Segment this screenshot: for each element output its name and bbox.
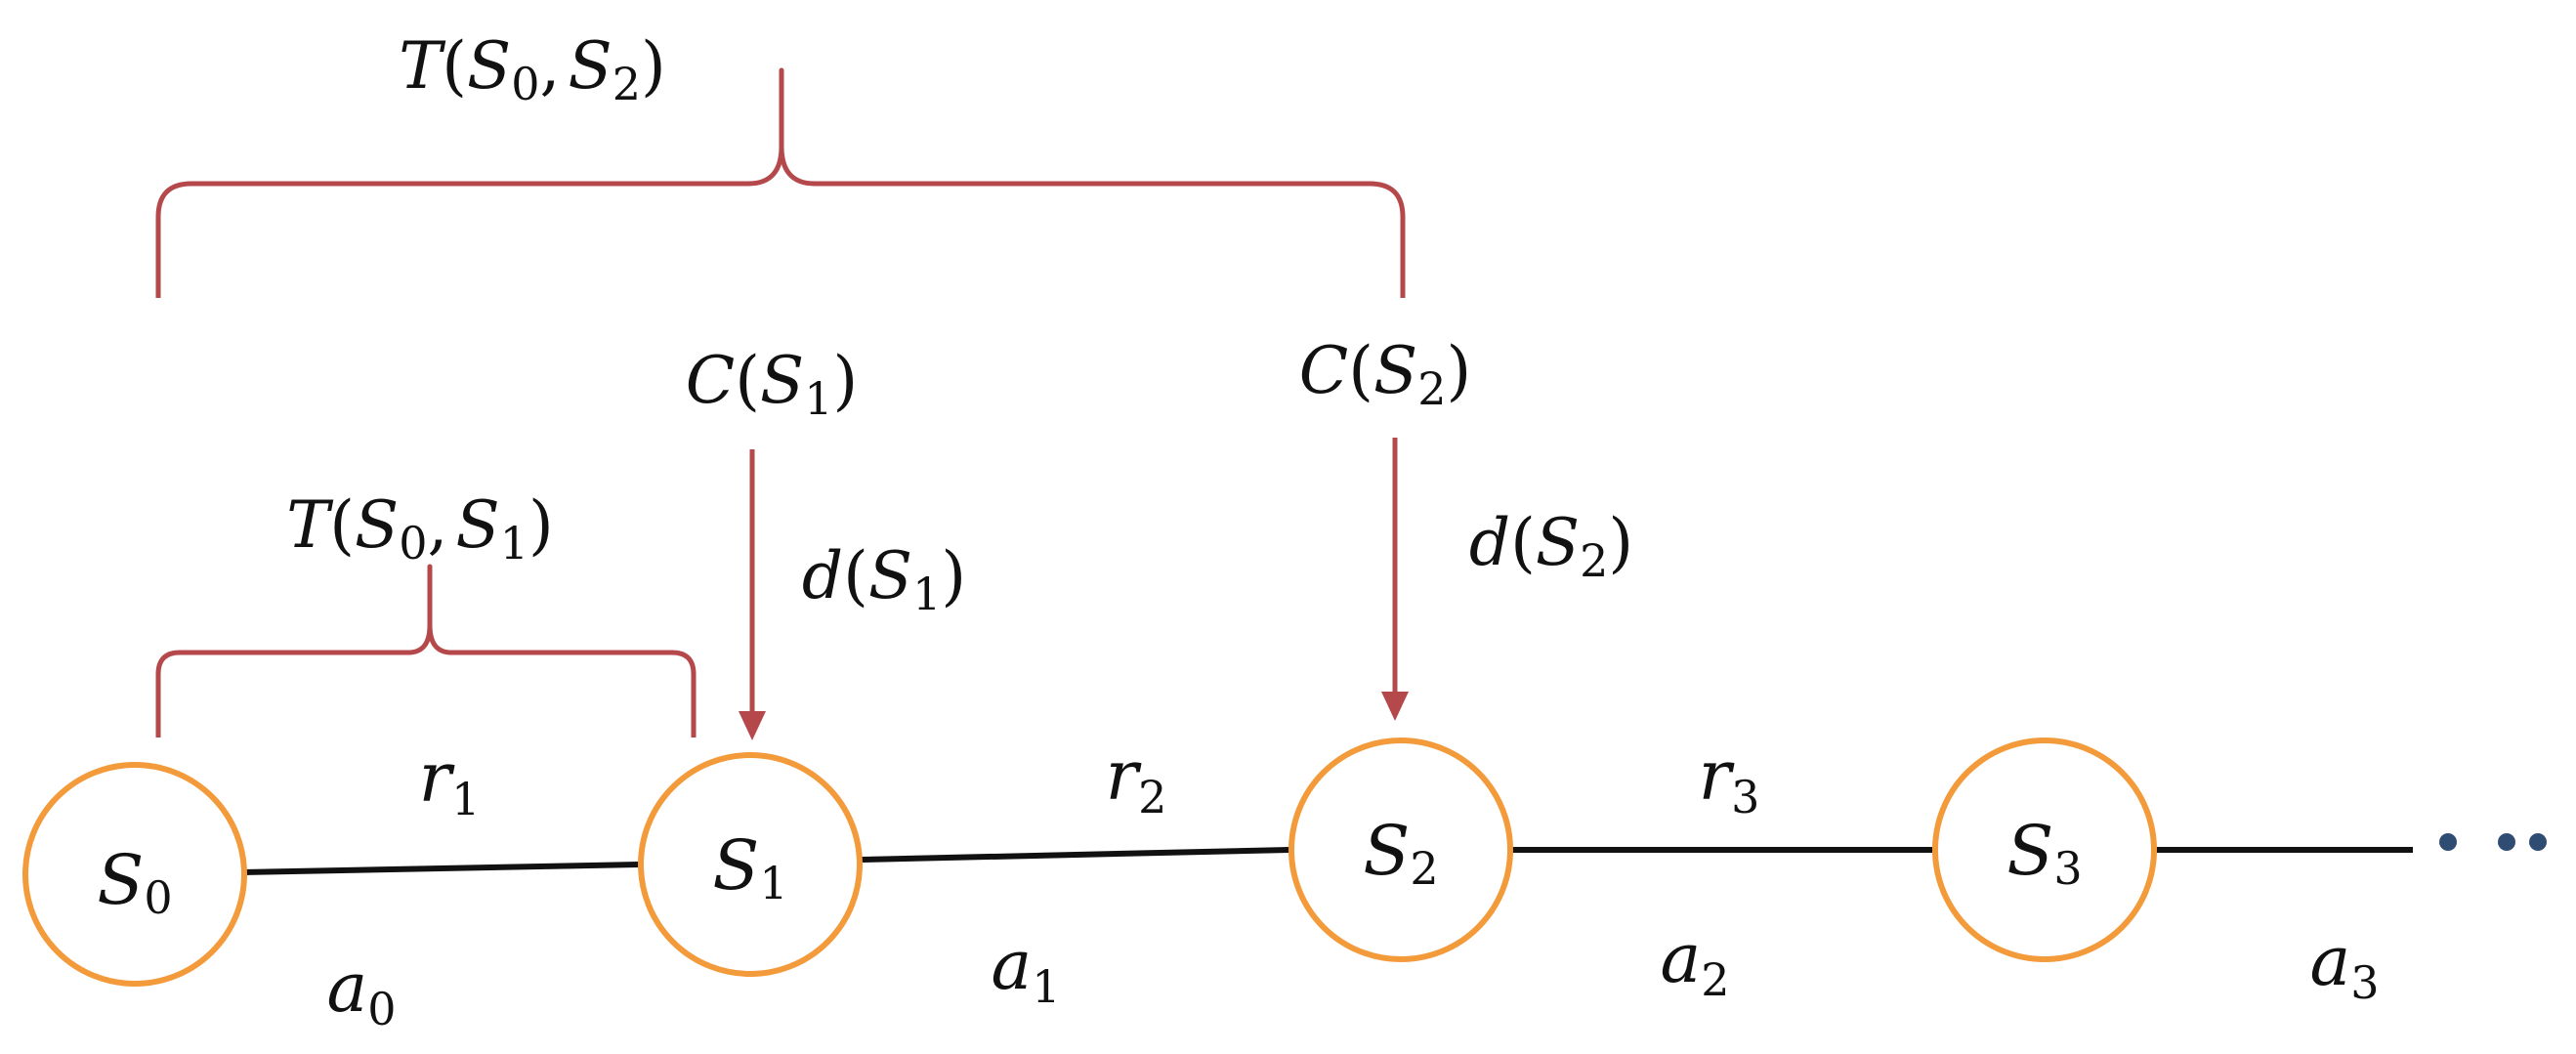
state-label-s2: S2 [1363,811,1438,895]
ellipsis-dot [2498,833,2515,851]
bracket-t-s0-s1 [155,564,697,738]
state-label-s1: S1 [712,825,787,909]
reward-label-r2: r2 [1106,736,1167,823]
delay-label-d-s2: d(S2) [1469,505,1633,587]
delay-arrowhead-s1 [739,711,766,740]
bracket-label-t-s0-s2: T(S0,S2) [399,28,666,110]
state-node-s1 [638,752,863,977]
delay-label-d-s1: d(S1) [802,538,966,620]
reward-label-r3: r3 [1699,736,1760,823]
bracket-t-s0-s2 [155,67,1406,298]
delay-arrowhead-s2 [1381,692,1409,721]
action-label-a0: a0 [326,948,396,1035]
state-label-s3: S3 [2006,811,2082,895]
edge-s1-s2 [861,847,1290,863]
state-node-s3 [1932,738,2157,962]
ellipsis-dot [2529,833,2547,851]
action-label-a3: a3 [2309,921,2379,1009]
checkpoint-label-c-s2: C(S2) [1299,333,1472,415]
checkpoint-label-c-s1: C(S1) [686,343,859,425]
bracket-label-t-s0-s1: T(S0,S1) [286,487,554,569]
state-label-s0: S0 [97,840,172,924]
edge-s0-s1 [243,862,640,875]
action-label-a2: a2 [1660,918,1729,1006]
ellipsis-dot [2439,833,2457,851]
state-node-s2 [1288,738,1513,962]
reward-label-r1: r1 [419,738,481,825]
action-label-a1: a1 [991,925,1060,1013]
ellipsis-dots [2439,833,2547,851]
state-node-s0 [22,762,247,987]
